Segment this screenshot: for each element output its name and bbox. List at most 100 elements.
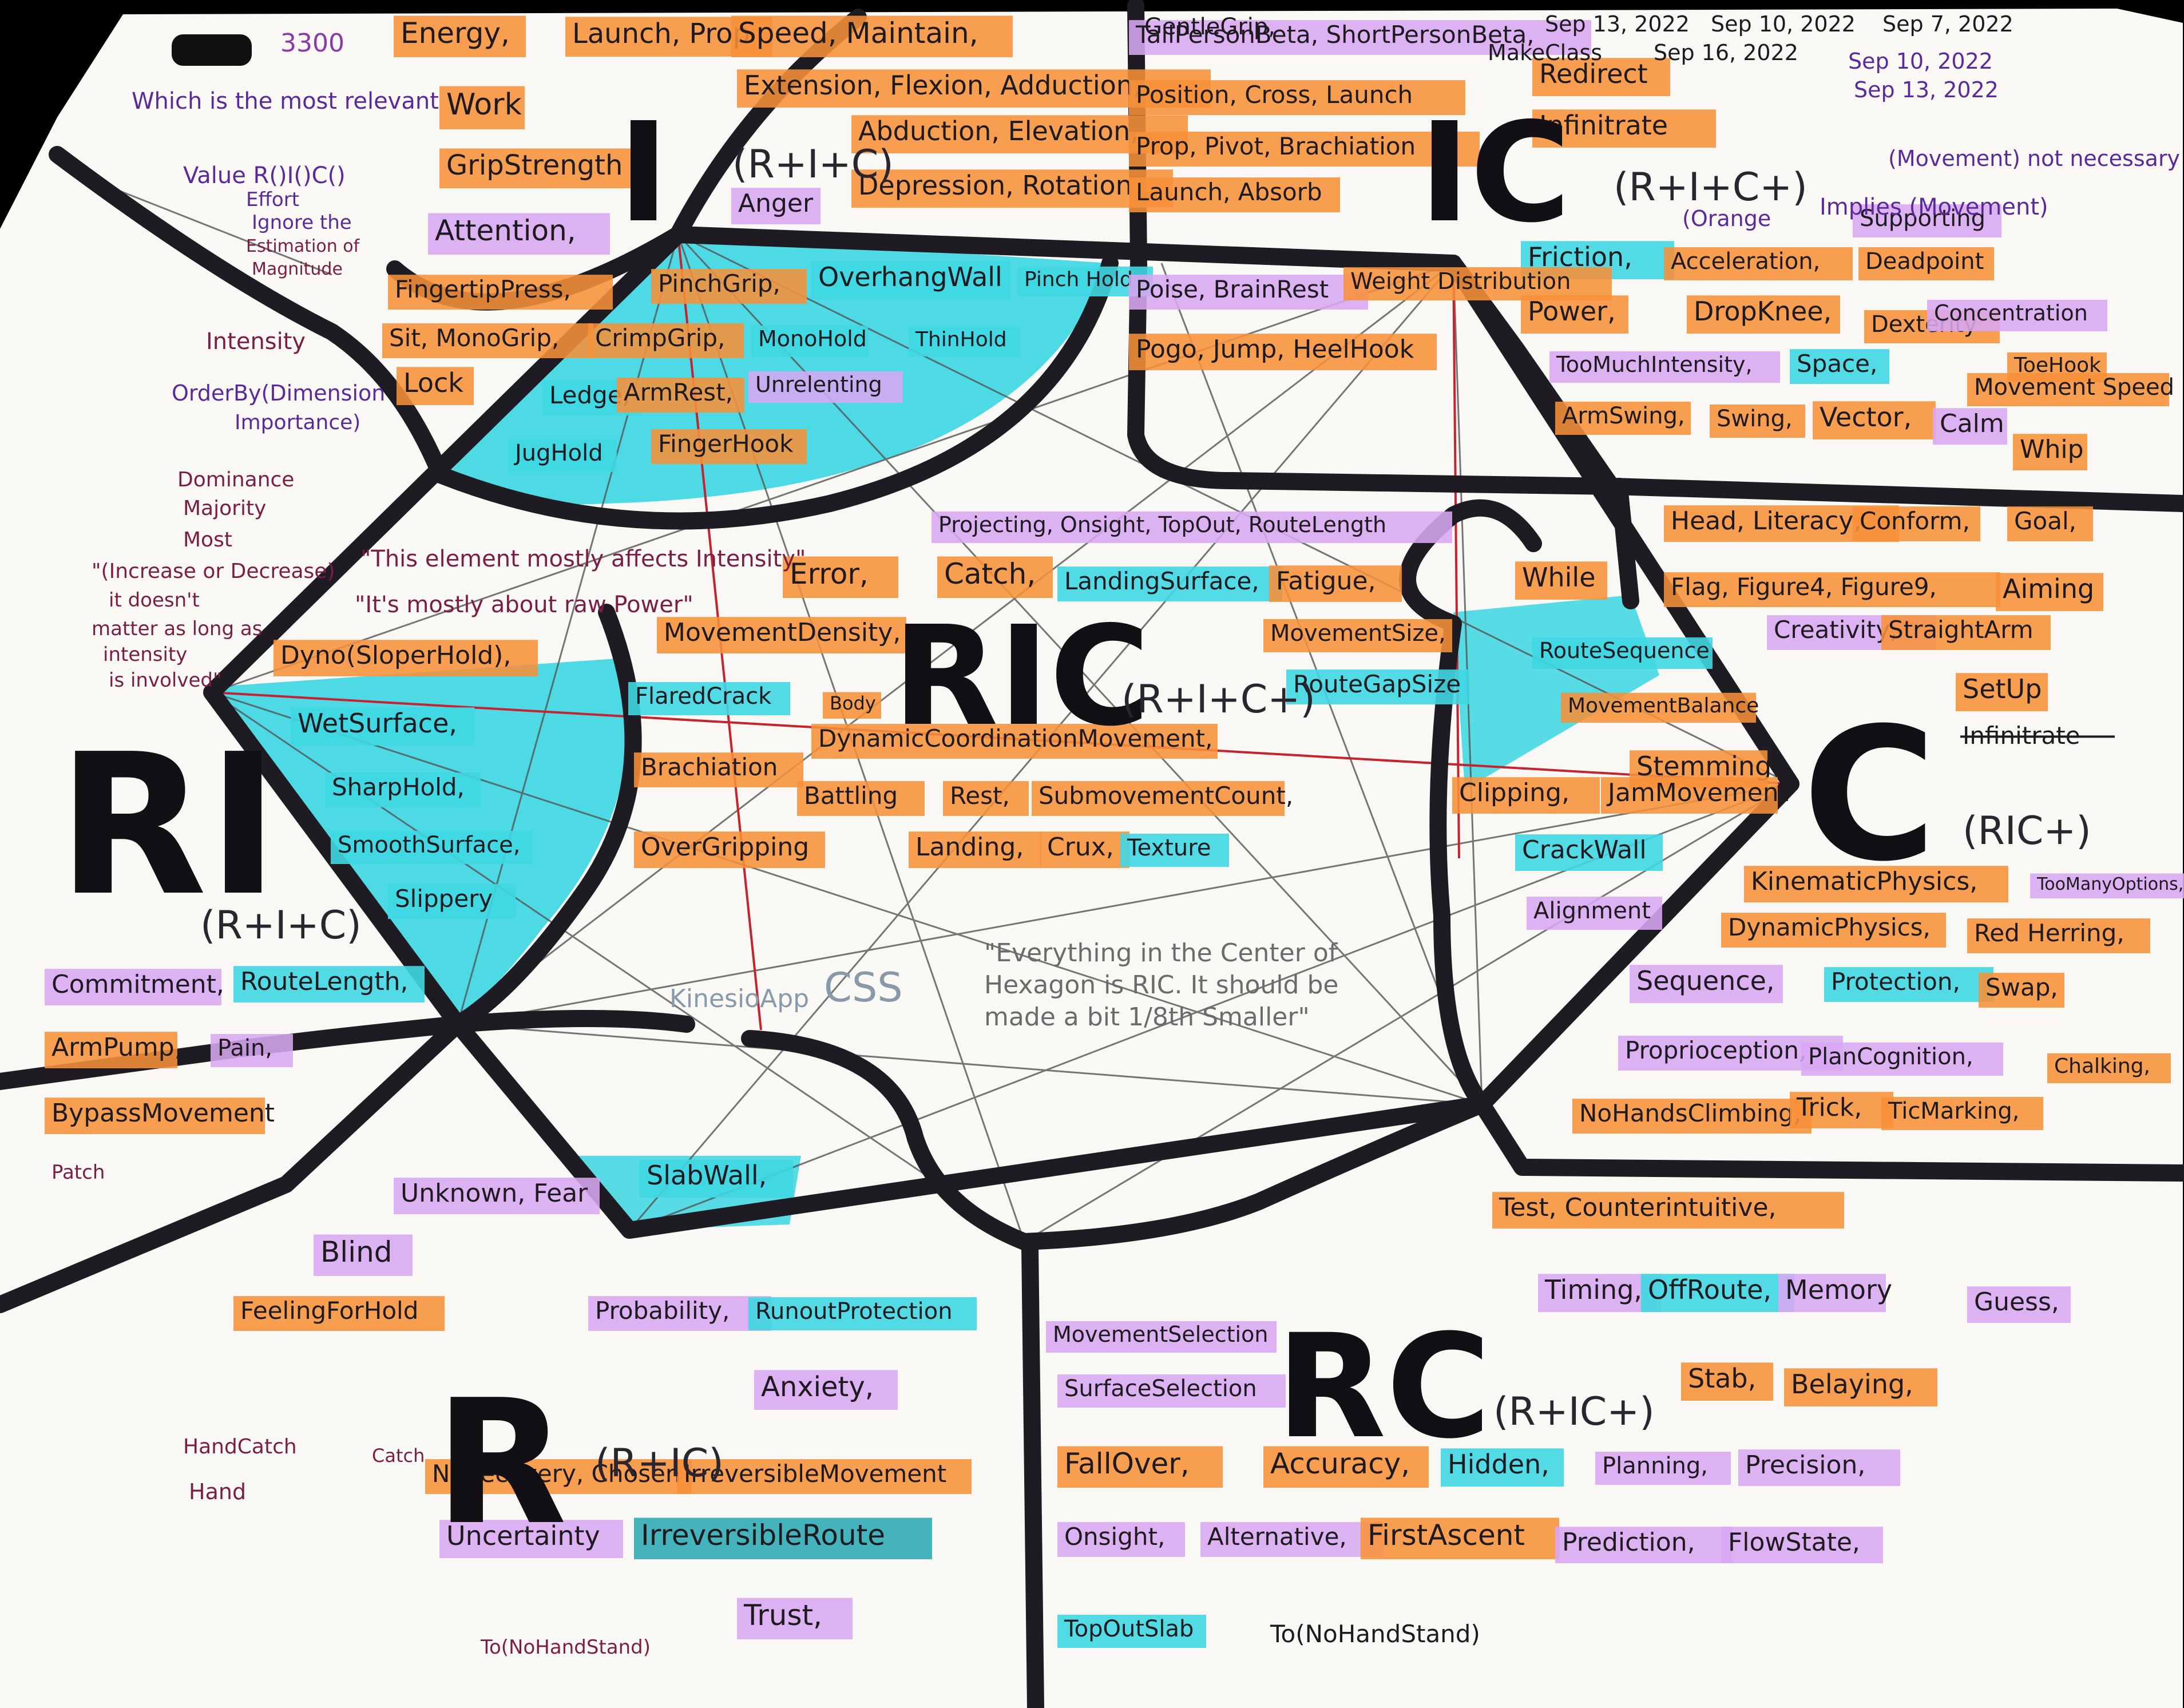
label-text: IrreversibleRoute xyxy=(641,1519,885,1552)
label-text: Alternative, xyxy=(1207,1523,1347,1551)
label-rc-10: Accuracy, xyxy=(1263,1446,1429,1488)
gentle-grip-note: GentleGrip, xyxy=(1144,14,1275,40)
highlight-orange xyxy=(1057,1446,1223,1488)
label-c-2: Conform, xyxy=(1853,506,1980,541)
highlight-cyan xyxy=(1641,1274,1794,1312)
label-i-9: Attention, xyxy=(428,213,610,255)
label-text: Acceleration, xyxy=(1671,248,1820,275)
margin-note: "(Increase or Decrease) xyxy=(92,560,335,583)
label-rc-6: SurfaceSelection xyxy=(1057,1374,1286,1408)
label-c-5: Flag, Figure4, Figure9, xyxy=(1664,572,2000,607)
label-ri-2: SharpHold, xyxy=(325,772,481,807)
highlight-orange xyxy=(1790,1092,1893,1128)
label-text: SetUp xyxy=(1963,673,2042,704)
make-class-note: MakeClass xyxy=(1488,40,1602,65)
orange-note: (Orange xyxy=(1682,206,1771,231)
label-ri-6: RouteLength, xyxy=(233,966,425,1002)
highlight-cyan xyxy=(909,326,1020,356)
highlight-orange xyxy=(1343,267,1612,300)
label-text: SmoothSurface, xyxy=(338,832,520,858)
margin-note: Estimation of xyxy=(246,236,360,256)
highlight-cyan xyxy=(1515,834,1663,871)
label-text: Energy, xyxy=(401,17,510,50)
label-text: RunoutProtection xyxy=(755,1298,953,1325)
label-text: TallPersonBeta, ShortPersonBeta, xyxy=(1135,21,1535,49)
label-text: Ledge, xyxy=(549,381,630,409)
label-text: NoHandsClimbing, xyxy=(1579,1099,1801,1127)
label-text: StraightArm xyxy=(1888,616,2034,644)
highlight-cyan xyxy=(1824,967,1993,1002)
label-ic-20: Movement Speed xyxy=(1967,373,2174,406)
label-text: RouteGapSize xyxy=(1293,670,1461,698)
quote-intensity: "This element mostly affects Intensity" xyxy=(360,546,806,572)
highlight-orange xyxy=(1452,777,1600,814)
margin-note: Intensity xyxy=(206,328,306,355)
label-c-23: Swap, xyxy=(1979,973,2064,1008)
label-ric-2: Catch, xyxy=(937,556,1053,598)
region-rc: RC(R+IC+) xyxy=(1276,1303,1655,1470)
label-text: Head, Literacy, xyxy=(1671,506,1861,536)
label-c-21: Sequence, xyxy=(1630,965,1783,1003)
label-ri-0: Dyno(SloperHold), xyxy=(274,640,538,676)
quote-power: "It's mostly about raw Power" xyxy=(355,592,693,618)
highlight-teal xyxy=(634,1517,932,1559)
label-text: Lock xyxy=(403,367,463,398)
label-text: MonoHold xyxy=(758,326,867,351)
label-text: Work xyxy=(446,88,522,122)
label-text: Goal, xyxy=(2014,507,2076,535)
label-ric-5: MovementDensity, xyxy=(657,617,906,653)
label-text: MovementSelection xyxy=(1053,1322,1268,1347)
highlight-orange xyxy=(677,1459,972,1494)
label-text: KinematicPhysics, xyxy=(1751,867,1977,896)
margin-note: Most xyxy=(183,528,232,552)
highlight-orange xyxy=(1129,132,1480,167)
label-text: Creativity, xyxy=(1774,616,1898,644)
date-note: Sep 16, 2022 xyxy=(1654,40,1798,65)
highlight-orange xyxy=(1263,1446,1429,1488)
label-rc-13: Precision, xyxy=(1738,1449,1900,1486)
label-text: PinchGrip, xyxy=(658,270,780,298)
highlight-orange xyxy=(439,148,647,188)
label-i-16: CrimpGrip, xyxy=(588,323,744,358)
highlight-orange xyxy=(1601,777,1778,814)
highlight-orange xyxy=(1664,247,1853,280)
label-ric-4: Fatigue, xyxy=(1269,565,1402,602)
highlight-cyan xyxy=(1286,669,1469,704)
label-c-14: JamMovement xyxy=(1601,777,1789,814)
highlight-orange xyxy=(731,15,1013,57)
label-ri-4: Slippery xyxy=(388,884,516,919)
highlight-orange xyxy=(1129,80,1465,115)
label-ic-13: DropKnee, xyxy=(1687,295,1840,334)
highlight-purple xyxy=(45,969,221,1005)
label-text: Weight Distribution xyxy=(1350,268,1571,295)
date-note: Sep 13, 2022 xyxy=(1854,77,1999,102)
highlight-orange xyxy=(1687,295,1840,334)
highlight-orange xyxy=(1967,373,2169,406)
region-title: RIC xyxy=(893,596,1150,756)
highlight-purple xyxy=(932,511,1452,543)
highlight-cyan xyxy=(325,772,481,807)
label-text: Texture xyxy=(1127,835,1211,861)
label-i-8: Anger xyxy=(731,188,821,224)
label-ric-15: OverGripping xyxy=(634,831,825,868)
label-ic-21: ArmSwing, xyxy=(1555,402,1691,435)
label-text: Vector, xyxy=(1820,402,1912,433)
label-c-0: While xyxy=(1515,561,1607,600)
highlight-cyan xyxy=(233,966,425,1002)
highlight-orange xyxy=(1664,572,2000,607)
label-text: IrreversibleMovement xyxy=(684,1460,946,1488)
label-rc-14: Onsight, xyxy=(1057,1522,1185,1557)
highlight-orange xyxy=(397,367,474,405)
label-text: Guess, xyxy=(1974,1287,2059,1317)
label-text: Uncertainty xyxy=(446,1520,600,1551)
margin-note: Patch xyxy=(51,1161,105,1184)
label-c-28: Trick, xyxy=(1790,1092,1893,1128)
label-r-3: FeelingForHold xyxy=(233,1296,445,1331)
label-i-11: Sit, MonoGrip, xyxy=(382,323,593,358)
date-note: Sep 7, 2022 xyxy=(1882,11,2013,37)
label-ric-3: LandingSurface, xyxy=(1057,566,1282,601)
label-text: TooMuchIntensity, xyxy=(1556,352,1753,377)
highlight-purple xyxy=(1738,1449,1900,1486)
date-note: Sep 13, 2022 xyxy=(1545,11,1690,37)
